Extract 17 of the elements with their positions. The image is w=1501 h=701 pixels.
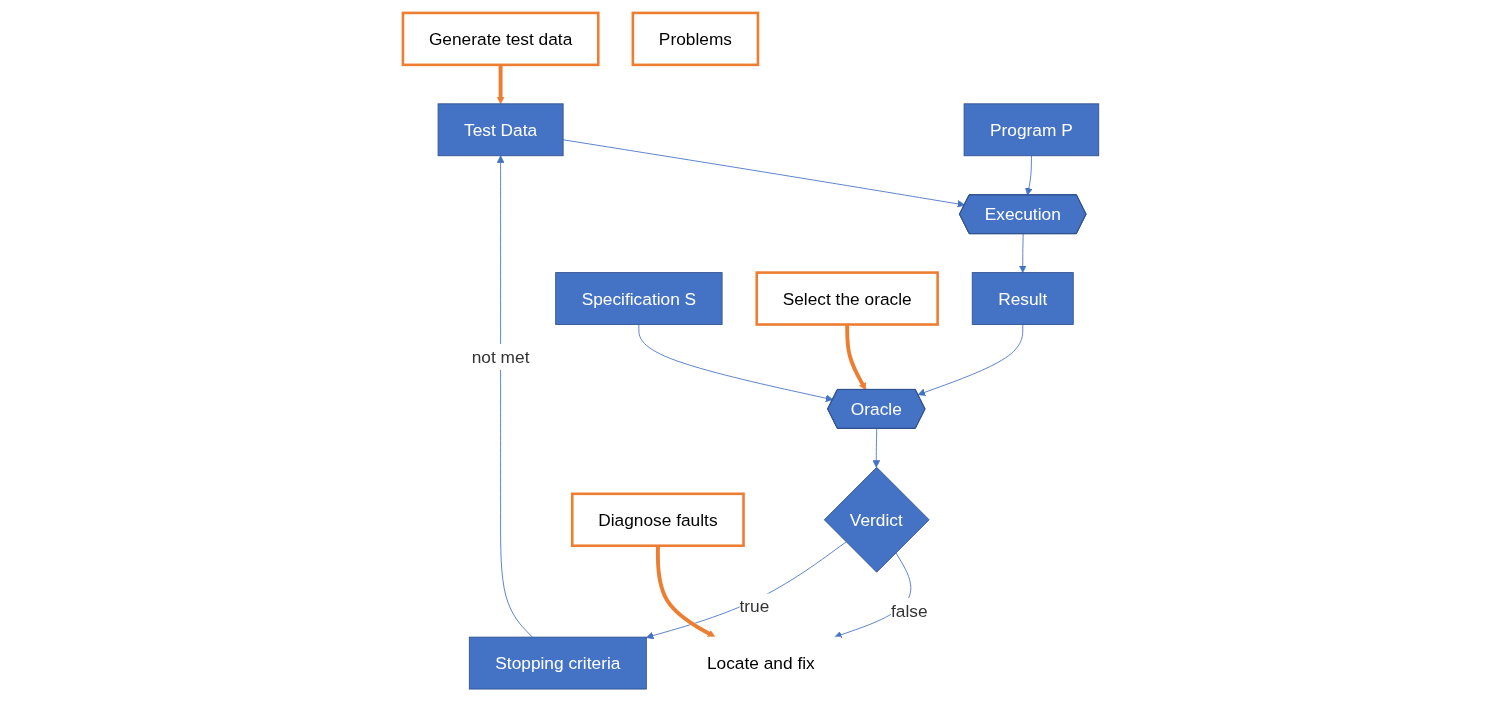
node-box: Problems [631, 11, 759, 66]
arrow [496, 64, 505, 104]
arrow [655, 545, 716, 637]
node-box: Specification S [554, 271, 723, 325]
node-box: Test Data [437, 102, 564, 156]
edge-label: true [739, 596, 769, 616]
edge-label: false [890, 600, 928, 620]
edge-label: not met [471, 346, 530, 366]
node-box: Select the oracle [755, 270, 939, 326]
node-box: Stopping criteria [468, 636, 647, 689]
node-box: Generate test data [401, 11, 600, 66]
node-box: Program P [963, 102, 1099, 156]
node-box: Result [971, 271, 1074, 325]
node-text: Locate and fix [706, 653, 815, 673]
node-diamond: Verdict [823, 466, 930, 573]
node-box: Diagnose faults [570, 492, 745, 547]
arrow [844, 324, 866, 390]
